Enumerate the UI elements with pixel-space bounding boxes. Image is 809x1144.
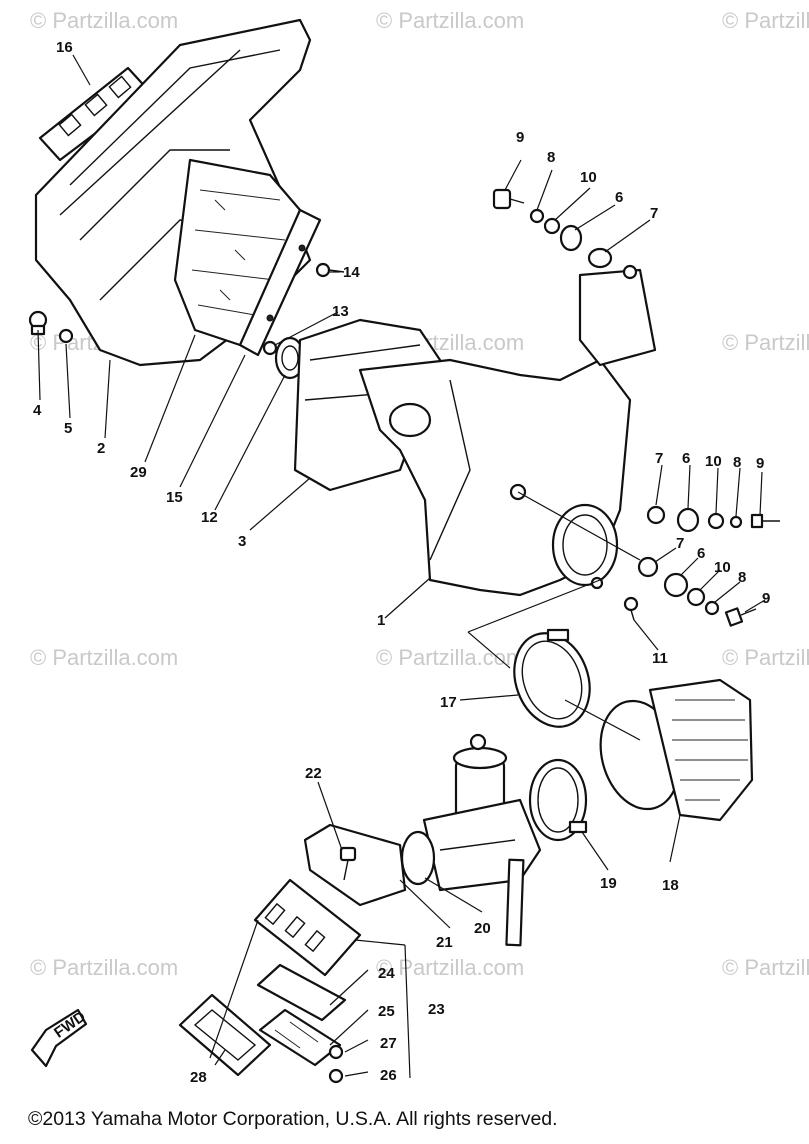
callout-16: 16 [56, 39, 73, 56]
callout-18: 18 [662, 877, 679, 894]
carburetor[interactable] [422, 733, 542, 947]
callout-19: 19 [600, 875, 617, 892]
callout-28: 28 [190, 1069, 207, 1086]
callout-10: 10 [705, 453, 722, 470]
part-11-screw[interactable] [590, 576, 639, 621]
callout-22: 22 [305, 765, 322, 782]
callout-6: 6 [615, 189, 623, 206]
watermark-text: © Partzilla.com [376, 645, 524, 670]
leader-lines [37, 54, 766, 1079]
watermark-text: © Partzilla.com [376, 8, 524, 33]
callout-2: 2 [97, 440, 105, 457]
part-1-air-box[interactable] [358, 264, 657, 597]
right-fasteners-row-1[interactable] [646, 505, 780, 533]
callout-1: 1 [377, 612, 385, 629]
part-24-reed[interactable] [256, 963, 347, 1022]
part-20-clamp[interactable] [400, 830, 436, 886]
callout-9: 9 [516, 129, 524, 146]
callout-7: 7 [655, 450, 663, 467]
part-22-bolt[interactable] [339, 846, 357, 881]
callout-11: 11 [652, 650, 668, 667]
callout-8: 8 [733, 454, 741, 471]
callout-13: 13 [332, 303, 349, 320]
callout-8: 8 [547, 149, 555, 166]
callout-25: 25 [378, 1003, 395, 1020]
watermark-text: © Partzilla.com [722, 645, 809, 670]
callout-10: 10 [714, 559, 731, 576]
part-25-reed-stopper[interactable] [258, 1008, 342, 1067]
callout-10: 10 [580, 169, 597, 186]
part-17-hose-clamp[interactable] [502, 623, 602, 738]
callout-7: 7 [650, 205, 658, 222]
callout-8: 8 [738, 569, 746, 586]
callout-17: 17 [440, 694, 457, 711]
part-21-joint[interactable] [303, 823, 407, 907]
callout-27: 27 [380, 1035, 397, 1052]
part-28-gasket[interactable] [178, 993, 272, 1077]
part-14-screw[interactable] [315, 262, 345, 278]
callout-29: 29 [130, 464, 147, 481]
callout-4: 4 [33, 402, 42, 419]
callout-7: 7 [676, 535, 684, 552]
part-27-washer[interactable] [328, 1044, 344, 1060]
part-13-clip[interactable] [262, 340, 278, 356]
callout-9: 9 [762, 590, 770, 607]
fwd-arrow: FWD [30, 1008, 89, 1068]
watermark-text: © Partzilla.com [376, 955, 524, 980]
watermark-text: © Partzilla.com [722, 8, 809, 33]
upper-fasteners[interactable] [492, 188, 613, 269]
part-18-intake-boot[interactable] [589, 678, 754, 822]
watermark-text: © Partzilla.com [722, 330, 809, 355]
callout-20: 20 [474, 920, 491, 937]
callout-26: 26 [380, 1067, 397, 1084]
callout-15: 15 [166, 489, 183, 506]
watermark-text: © Partzilla.com [722, 955, 809, 980]
callout-9: 9 [756, 455, 764, 472]
callout-3: 3 [238, 533, 246, 550]
callout-12: 12 [201, 509, 218, 526]
callout-23: 23 [428, 1001, 445, 1018]
part-15-frame-strip[interactable] [238, 208, 322, 357]
part-26-screw[interactable] [328, 1068, 344, 1084]
watermark-text: © Partzilla.com [30, 645, 178, 670]
callout-6: 6 [682, 450, 690, 467]
part-23-reed-valve-assembly[interactable] [253, 878, 362, 977]
callout-14: 14 [343, 264, 360, 281]
copyright-notice: ©2013 Yamaha Motor Corporation, U.S.A. A… [28, 1108, 558, 1130]
watermark-text: © Partzilla.com [30, 955, 178, 980]
callout-5: 5 [64, 420, 72, 437]
callout-21: 21 [436, 934, 453, 951]
part-19-clamp[interactable] [528, 758, 588, 842]
callout-labels: 16 9 8 10 6 7 14 13 4 5 2 29 15 12 3 7 6… [33, 39, 770, 1086]
callout-6: 6 [697, 545, 705, 562]
callout-24: 24 [378, 965, 395, 982]
watermark-text: © Partzilla.com [30, 8, 178, 33]
right-fasteners-row-2[interactable] [637, 556, 757, 627]
part-5-washer[interactable] [58, 328, 74, 344]
